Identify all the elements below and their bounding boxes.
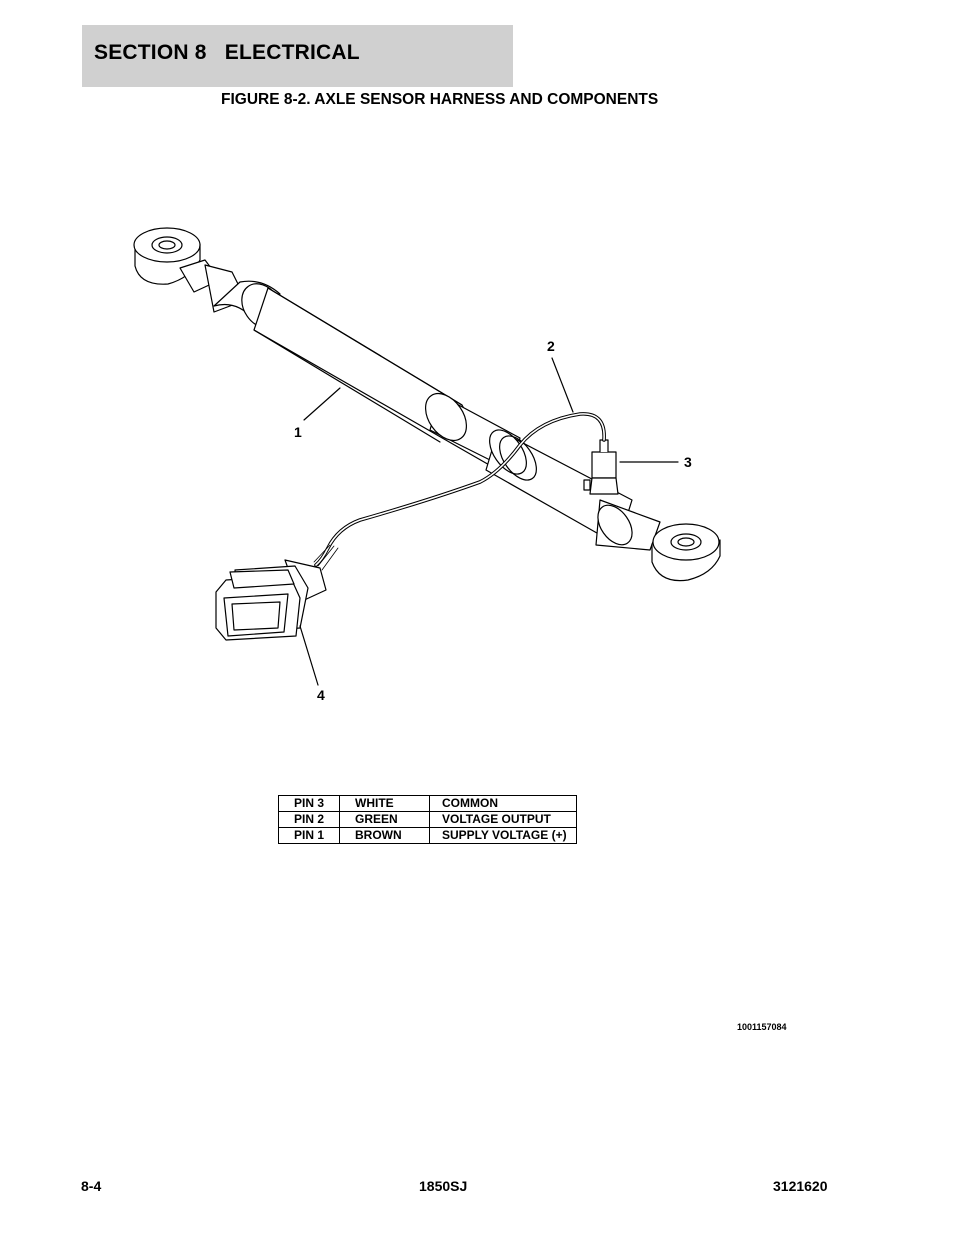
leader-line-4 bbox=[299, 625, 319, 686]
table-row: PIN 3 WHITE COMMON bbox=[278, 795, 577, 812]
section-title: SECTION 8 ELECTRICAL bbox=[94, 41, 360, 64]
leader-line-1 bbox=[303, 387, 341, 421]
drawing-number: 1001157084 bbox=[737, 1022, 787, 1032]
wire-color-cell: WHITE bbox=[339, 795, 430, 812]
callout-4: 4 bbox=[317, 687, 325, 703]
section-banner: SECTION 8 ELECTRICAL bbox=[82, 25, 513, 87]
footer-model: 1850SJ bbox=[419, 1178, 468, 1194]
right-rod-end bbox=[651, 523, 721, 582]
harness-wire bbox=[313, 412, 606, 571]
table-row: PIN 2 GREEN VOLTAGE OUTPUT bbox=[278, 811, 577, 828]
callout-3: 3 bbox=[684, 454, 692, 470]
callout-1: 1 bbox=[294, 424, 302, 440]
leader-line-2 bbox=[551, 357, 574, 413]
connector bbox=[215, 559, 327, 641]
wire-color-cell: BROWN bbox=[339, 827, 430, 844]
pin-cell: PIN 2 bbox=[278, 811, 340, 828]
callout-2: 2 bbox=[547, 338, 555, 354]
pin-cell: PIN 3 bbox=[278, 795, 340, 812]
axle-sensor-illustration bbox=[133, 227, 721, 686]
function-cell: VOLTAGE OUTPUT bbox=[429, 811, 577, 828]
pin-table: PIN 3 WHITE COMMON PIN 2 GREEN VOLTAGE O… bbox=[278, 795, 577, 844]
footer-manual-number: 3121620 bbox=[773, 1178, 828, 1194]
footer-page-number: 8-4 bbox=[81, 1178, 102, 1194]
sensor-fitting bbox=[583, 439, 619, 495]
cylinder-body bbox=[253, 287, 661, 551]
function-cell: SUPPLY VOLTAGE (+) bbox=[429, 827, 577, 844]
figure-title: FIGURE 8-2. AXLE SENSOR HARNESS AND COMP… bbox=[221, 91, 659, 108]
pin-cell: PIN 1 bbox=[278, 827, 340, 844]
table-row: PIN 1 BROWN SUPPLY VOLTAGE (+) bbox=[278, 827, 577, 844]
wire-color-cell: GREEN bbox=[339, 811, 430, 828]
function-cell: COMMON bbox=[429, 795, 577, 812]
